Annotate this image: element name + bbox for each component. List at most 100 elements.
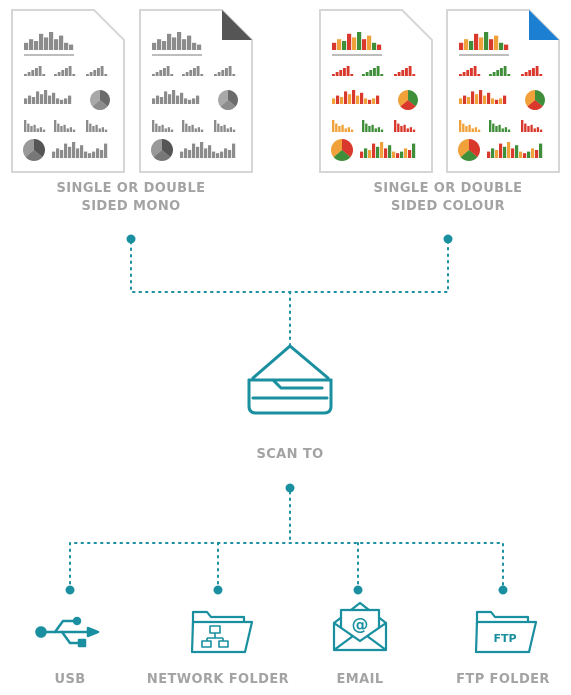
- doc-bar: [346, 66, 350, 76]
- doc-bar: [226, 128, 229, 132]
- doc-bar: [228, 66, 232, 76]
- doc-bar: [64, 143, 68, 158]
- doc-bar: [225, 68, 228, 76]
- doc-bar: [474, 127, 478, 132]
- doc-bar: [60, 126, 63, 132]
- doc-bar: [459, 120, 462, 132]
- doc-bar: [217, 123, 220, 132]
- doc-bar: [384, 148, 388, 158]
- doc-bar: [200, 129, 204, 132]
- ftp-folder-label: FTP FOLDER: [456, 672, 550, 687]
- doc-bar: [172, 37, 177, 50]
- doc-bar: [350, 129, 354, 132]
- doc-bar: [342, 41, 347, 50]
- doc-bar: [180, 92, 184, 104]
- doc-bar: [97, 68, 100, 76]
- doc-bar: [192, 98, 196, 104]
- doc-bar: [519, 151, 523, 158]
- doc-bar: [188, 126, 191, 132]
- doc-bar: [191, 124, 194, 132]
- doc-bar: [168, 94, 172, 104]
- colour-source-label: SINGLE OR DOUBLE SIDED COLOUR: [368, 180, 528, 216]
- doc-bar: [104, 74, 108, 76]
- doc-bar: [468, 124, 471, 132]
- doc-pie-slice: [535, 90, 546, 107]
- doc-bar: [412, 74, 416, 76]
- network-folder-label: NETWORK FOLDER: [146, 672, 290, 687]
- doc-bar: [408, 66, 412, 76]
- doc-pie-slice: [25, 150, 43, 162]
- doc-bar: [31, 70, 35, 76]
- doc-bar: [380, 142, 384, 158]
- doc-bar: [89, 72, 93, 76]
- doc-bar: [184, 148, 188, 158]
- doc-bar: [182, 39, 187, 50]
- doc-bar: [182, 74, 185, 76]
- doc-bar: [182, 120, 185, 132]
- doc-pie-slice: [342, 139, 354, 158]
- page-corner-fold: [529, 10, 559, 40]
- doc-bar: [335, 123, 338, 132]
- doc-bar: [160, 97, 164, 104]
- doc-bar: [464, 39, 469, 50]
- doc-bar: [475, 94, 479, 104]
- doc-bar: [69, 127, 73, 132]
- doc-bar: [350, 74, 354, 76]
- doc-bar: [524, 123, 527, 132]
- doc-bar: [33, 124, 36, 132]
- doc-bar: [68, 66, 72, 76]
- doc-bar: [72, 129, 76, 132]
- doc-bar: [369, 70, 373, 76]
- doc-bar: [515, 145, 519, 158]
- doc-bar: [376, 95, 380, 104]
- doc-bar: [495, 99, 499, 104]
- doc-bar: [499, 98, 503, 104]
- doc-bar: [462, 123, 465, 132]
- doc-bar: [159, 70, 163, 76]
- doc-pie-slice: [153, 150, 171, 161]
- doc-bar: [36, 91, 40, 104]
- doc-bar: [500, 68, 503, 76]
- doc-bar: [177, 32, 182, 50]
- doc-bar: [192, 143, 196, 158]
- doc-bar: [192, 42, 197, 50]
- doc-bar: [217, 72, 221, 76]
- doc-bar: [459, 42, 464, 50]
- usb-icon: [35, 616, 100, 648]
- doc-bar: [360, 151, 364, 158]
- doc-bar: [397, 123, 400, 132]
- doc-bar: [394, 74, 397, 76]
- ftp-folder-icon: [474, 610, 538, 654]
- doc-bar: [188, 99, 192, 104]
- doc-bar: [539, 129, 543, 132]
- doc-bar: [80, 145, 84, 158]
- doc-bar: [373, 68, 376, 76]
- doc-bar: [337, 39, 342, 50]
- doc-bar: [54, 74, 57, 76]
- doc-bar: [184, 98, 188, 104]
- doc-bar: [536, 127, 540, 132]
- doc-bar: [42, 129, 46, 132]
- doc-bar: [376, 66, 380, 76]
- doc-bar: [28, 95, 32, 104]
- doc-bar: [39, 33, 44, 50]
- doc-bar: [95, 124, 98, 132]
- doc-bar: [408, 150, 412, 158]
- doc-bar: [72, 74, 76, 76]
- doc-bar: [172, 90, 176, 104]
- doc-bar: [27, 72, 31, 76]
- doc-bar: [56, 98, 60, 104]
- doc-bar: [405, 68, 408, 76]
- doc-bar: [531, 148, 535, 158]
- doc-bar: [372, 98, 376, 104]
- doc-bar: [34, 41, 39, 50]
- doc-bar: [535, 150, 539, 158]
- doc-bar: [469, 41, 474, 50]
- doc-bar: [377, 127, 381, 132]
- doc-bar: [92, 126, 95, 132]
- doc-bar: [479, 90, 483, 104]
- doc-bar: [470, 68, 473, 76]
- doc-bar: [52, 92, 56, 104]
- doc-bar: [194, 128, 197, 132]
- doc-bar: [200, 74, 204, 76]
